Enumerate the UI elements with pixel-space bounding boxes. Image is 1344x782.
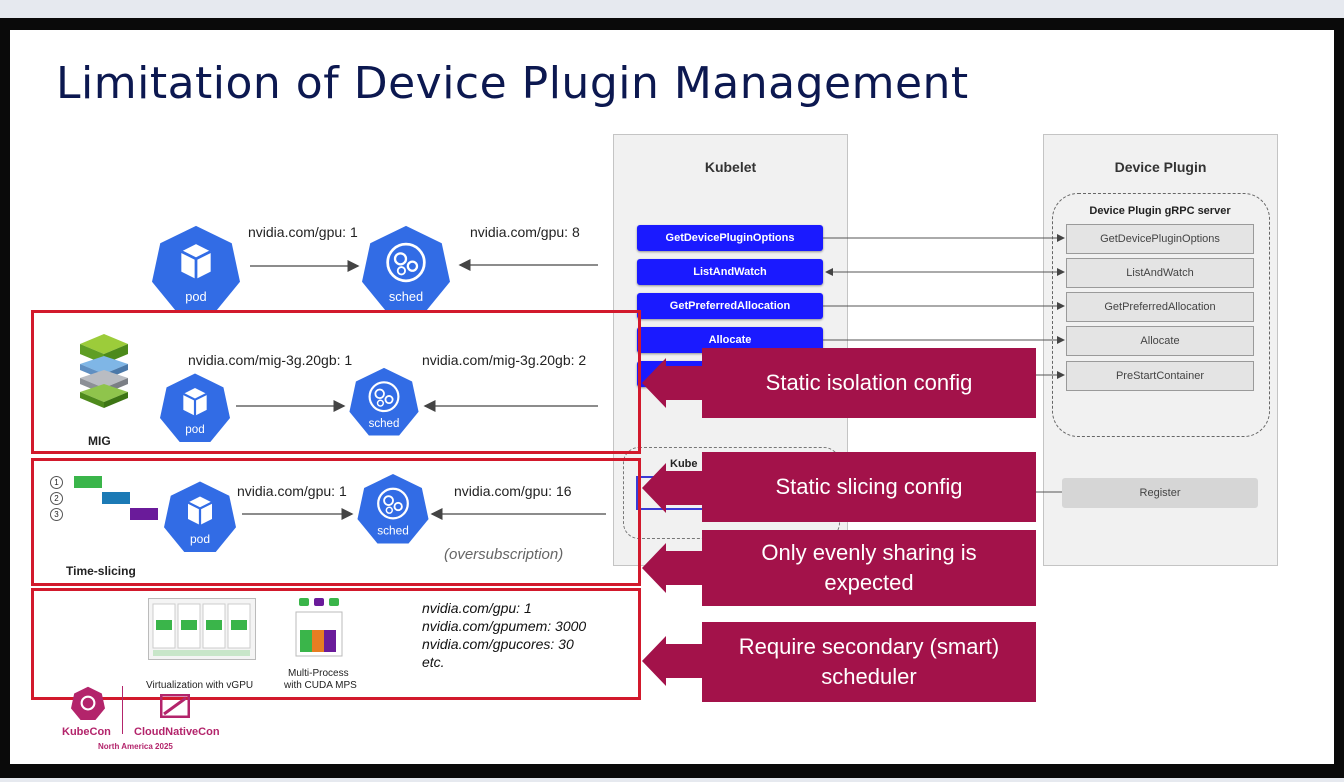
kubelet-title: Kubelet (704, 159, 757, 175)
step-marker-1: 1 (50, 476, 63, 489)
pod-icon: pod (160, 373, 230, 442)
timeslice-bar-1 (74, 476, 102, 488)
resource-line-4: etc. (422, 654, 445, 670)
sched-icon: sched (349, 367, 419, 436)
row3-right-label: nvidia.com/gpu: 16 (454, 483, 572, 499)
dp-btn-getpreferredallocation[interactable]: GetPreferredAllocation (1066, 292, 1254, 322)
callout-even-sharing: Only evenly sharing is expected (702, 530, 1036, 606)
step-marker-3: 3 (50, 508, 63, 521)
cloudnativecon-wordmark: CloudNativeCon (134, 726, 220, 738)
pod-icon: pod (152, 225, 240, 312)
callout-secondary-scheduler-line1: Require secondary (smart) (738, 634, 1000, 659)
dp-btn-listandwatch[interactable]: ListAndWatch (1066, 258, 1254, 288)
kubelet-btn-getdevicepluginoptions[interactable]: GetDevicePluginOptions (637, 225, 823, 251)
oversubscription-note: (oversubscription) (444, 546, 564, 563)
kubelet-btn-listandwatch[interactable]: ListAndWatch (637, 259, 823, 285)
callout-static-isolation: Static isolation config (702, 348, 1036, 418)
dp-btn-allocate[interactable]: Allocate (1066, 326, 1254, 356)
vgpu-mps-highlight-box (31, 588, 641, 700)
timeslice-bar-2 (102, 492, 130, 504)
timeslice-bar-3 (130, 508, 158, 520)
callout-4-pointer (642, 636, 702, 686)
pod-icon: pod (164, 481, 236, 552)
mps-caption-line1: Multi-Process (288, 668, 349, 679)
resource-line-1: nvidia.com/gpu: 1 (422, 600, 532, 616)
dp-btn-getdevicepluginoptions[interactable]: GetDevicePluginOptions (1066, 224, 1254, 254)
step-marker-2: 2 (50, 492, 63, 505)
slide-title: Limitation of Device Plugin Management (56, 58, 969, 109)
kubecon-logo-icon (71, 686, 105, 720)
sched-icon: sched (362, 225, 450, 312)
kubelet-register-title: Kube (670, 458, 698, 470)
kubelet-btn-getpreferredallocation[interactable]: GetPreferredAllocation (637, 293, 823, 319)
callout-2-pointer (642, 463, 702, 513)
event-name: North America 2025 (98, 742, 173, 751)
mig-caption: MIG (88, 434, 111, 448)
sched-icon: sched (357, 473, 429, 544)
svg-text:pod: pod (190, 532, 210, 546)
svg-text:sched: sched (389, 289, 423, 304)
row2-right-label: nvidia.com/mig-3g.20gb: 2 (422, 352, 587, 368)
grpc-server-title: Device Plugin gRPC server (1089, 205, 1231, 217)
timeslicing-caption: Time-slicing (66, 564, 136, 578)
svg-text:sched: sched (377, 524, 409, 538)
callout-static-isolation-text: Static isolation config (765, 370, 973, 395)
callout-even-sharing-line2: expected (824, 570, 914, 595)
resource-line-2: nvidia.com/gpumem: 3000 (422, 618, 587, 634)
row1-right-label: nvidia.com/gpu: 8 (470, 224, 580, 240)
device-plugin-title: Device Plugin (1114, 159, 1207, 175)
mig-layers-icon (80, 334, 128, 408)
callout-even-sharing-line1: Only evenly sharing is (761, 540, 977, 565)
row3-left-label: nvidia.com/gpu: 1 (237, 483, 347, 499)
callout-3-pointer (642, 543, 702, 593)
vgpu-diagram-icon (148, 598, 256, 660)
logo-divider (122, 686, 123, 734)
callout-secondary-scheduler-line2: scheduler (821, 664, 917, 689)
callout-secondary-scheduler: Require secondary (smart) scheduler (702, 622, 1036, 702)
callout-static-slicing: Static slicing config (702, 452, 1036, 522)
mps-caption-line2: with CUDA MPS (284, 680, 357, 691)
timeslicing-highlight-box (31, 458, 641, 586)
cloudnativecon-logo-icon (160, 694, 190, 718)
vgpu-caption: Virtualization with vGPU (146, 680, 254, 691)
svg-text:pod: pod (185, 423, 204, 436)
svg-text:sched: sched (369, 418, 400, 430)
mig-highlight-box (31, 310, 641, 454)
dp-btn-prestartcontainer[interactable]: PreStartContainer (1066, 361, 1254, 391)
kubecon-wordmark: KubeCon (62, 726, 111, 738)
resource-line-3: nvidia.com/gpucores: 30 (422, 636, 574, 652)
row2-left-label: nvidia.com/mig-3g.20gb: 1 (188, 352, 353, 368)
row1-left-label: nvidia.com/gpu: 1 (248, 224, 358, 240)
callout-static-slicing-text: Static slicing config (775, 474, 963, 499)
callout-1-pointer (642, 358, 702, 408)
grpc-server-group (1052, 193, 1270, 437)
mps-diagram-icon (295, 598, 343, 657)
svg-text:pod: pod (185, 289, 206, 304)
dp-btn-register[interactable]: Register (1062, 478, 1258, 508)
